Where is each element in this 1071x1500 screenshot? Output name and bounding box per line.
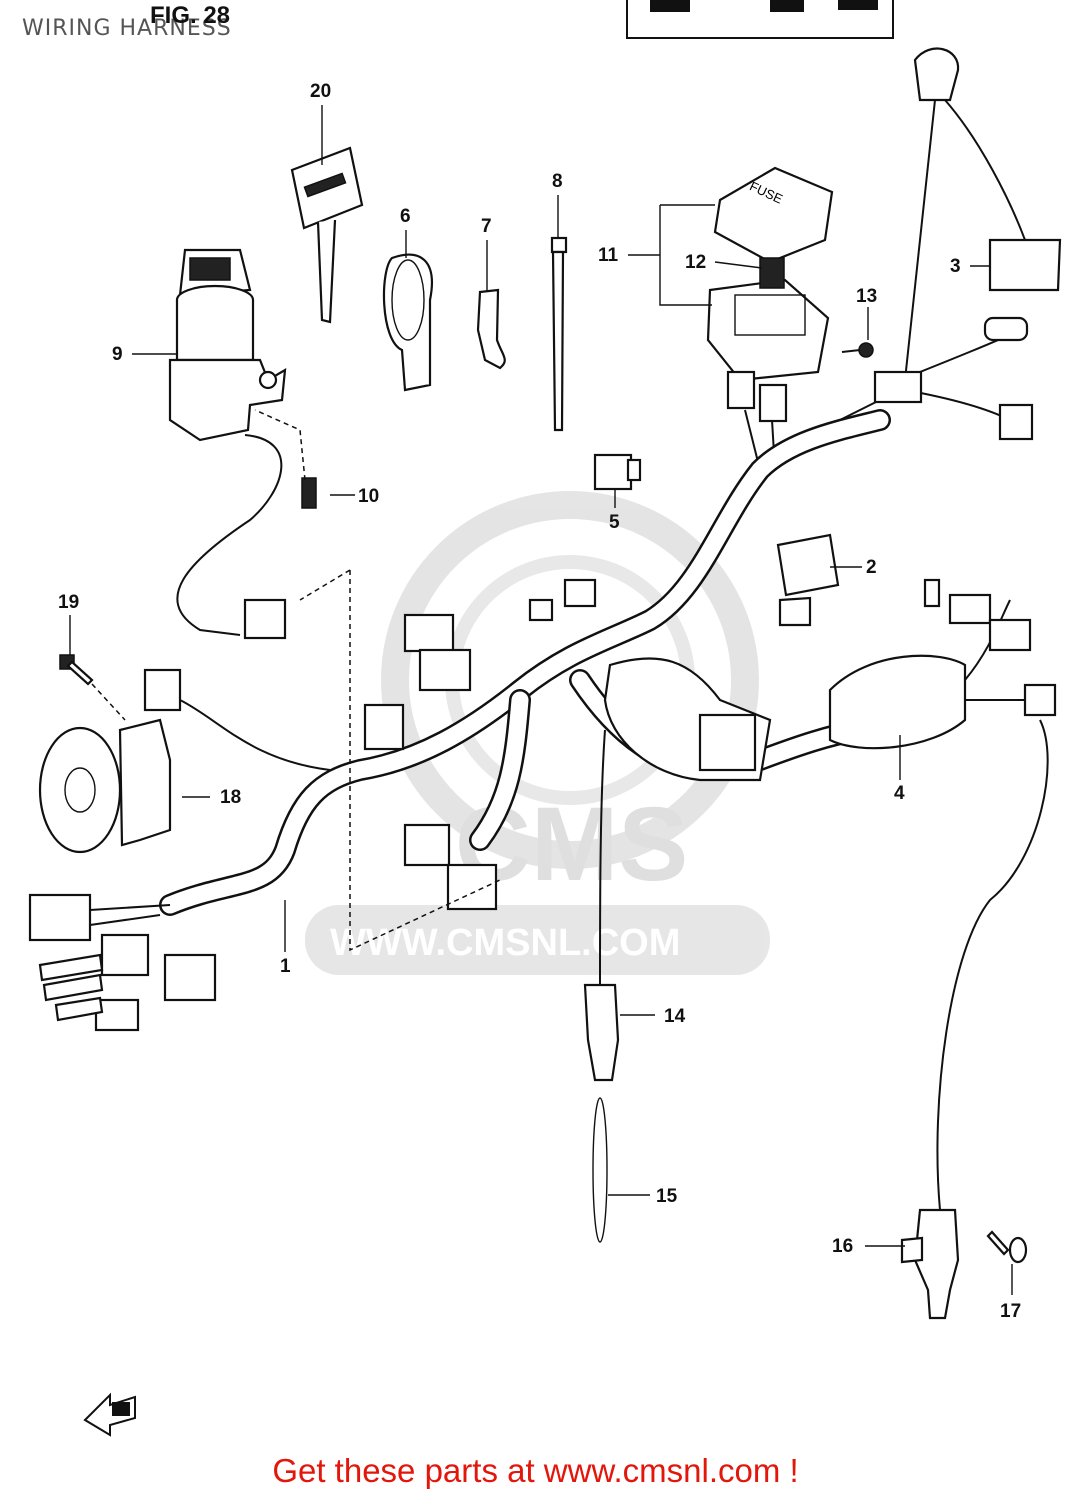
callout-15: 15 <box>656 1186 678 1207</box>
part-2-relay <box>776 533 840 627</box>
callout-6: 6 <box>400 206 411 227</box>
part-15-o-ring <box>592 1097 608 1243</box>
callout-13: 13 <box>856 286 877 307</box>
part-11-fuse-box: FUSE <box>706 166 834 471</box>
callout-1: 1 <box>280 956 291 977</box>
part-16-brake-switch <box>900 1208 960 1320</box>
page-title: WIRING HARNESS <box>22 16 232 41</box>
part-6-cover <box>382 253 433 392</box>
part-18-horn <box>38 668 331 854</box>
callout-11: 11 <box>598 245 619 266</box>
footer-parts-link[interactable]: Get these parts at www.cmsnl.com ! <box>272 1452 799 1489</box>
part-14-neutral-switch <box>583 729 620 1082</box>
callout-20: 20 <box>310 81 331 102</box>
callout-4: 4 <box>894 783 905 804</box>
part-5-socket <box>593 453 642 491</box>
callout-10: 10 <box>358 486 379 507</box>
callout-16: 16 <box>832 1236 853 1257</box>
callout-12: 12 <box>685 252 706 273</box>
callout-7: 7 <box>481 216 492 237</box>
part-20-key <box>290 146 364 324</box>
callout-numbers: 20 6 7 8 9 11 12 13 3 10 5 2 19 4 18 1 1… <box>58 81 1021 1322</box>
sheet-frame <box>626 0 894 39</box>
part-10-screw <box>254 409 317 509</box>
callout-8: 8 <box>552 171 563 192</box>
callout-5: 5 <box>609 512 620 533</box>
part-9-ignition-switch <box>168 248 287 640</box>
part-17-screw <box>986 1230 1028 1264</box>
callout-17: 17 <box>1000 1301 1021 1322</box>
callout-19: 19 <box>58 592 79 613</box>
callout-2: 2 <box>866 557 877 578</box>
callout-18: 18 <box>220 787 241 808</box>
part-3-relay <box>779 47 1062 451</box>
leader-lines <box>69 105 1013 1295</box>
callout-3: 3 <box>950 256 961 277</box>
part-7-clamp <box>476 288 506 370</box>
watermark-url-text: WWW.CMSNL.COM <box>330 922 680 964</box>
part-19-bolt <box>59 654 126 721</box>
part-4-ignition-coil <box>603 578 1057 1211</box>
callout-9: 9 <box>112 344 123 365</box>
callout-14: 14 <box>664 1006 686 1027</box>
part-8-cable-tie <box>550 236 568 432</box>
figure-number: FIG. 28 <box>150 2 231 29</box>
part-13-screw <box>841 342 874 358</box>
front-direction-arrow-icon <box>83 1392 136 1437</box>
